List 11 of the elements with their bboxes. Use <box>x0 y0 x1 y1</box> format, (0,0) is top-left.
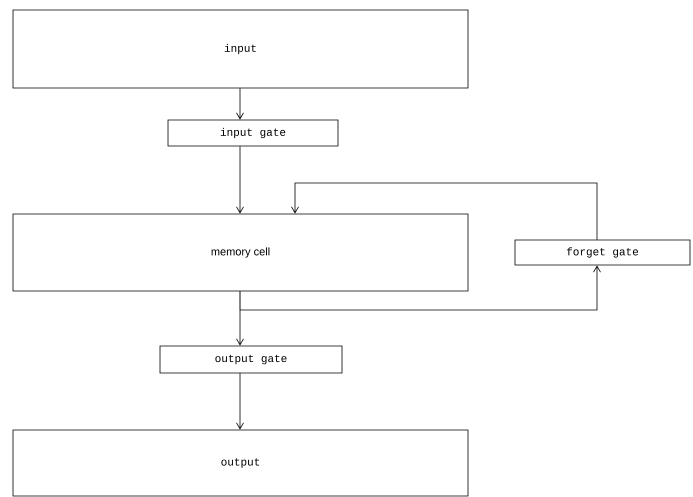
arrow <box>291 182 598 240</box>
output-box: output <box>12 430 468 496</box>
memory-cell-box: memory cell <box>12 214 468 292</box>
gate-box: forget gate <box>514 240 690 266</box>
arrow <box>236 146 244 214</box>
arrow <box>236 373 244 430</box>
gate-box: input gate <box>168 120 338 146</box>
input-box: input <box>12 10 468 88</box>
arrow <box>240 265 601 310</box>
gate-box: output gate <box>160 346 342 374</box>
arrow <box>236 88 244 120</box>
